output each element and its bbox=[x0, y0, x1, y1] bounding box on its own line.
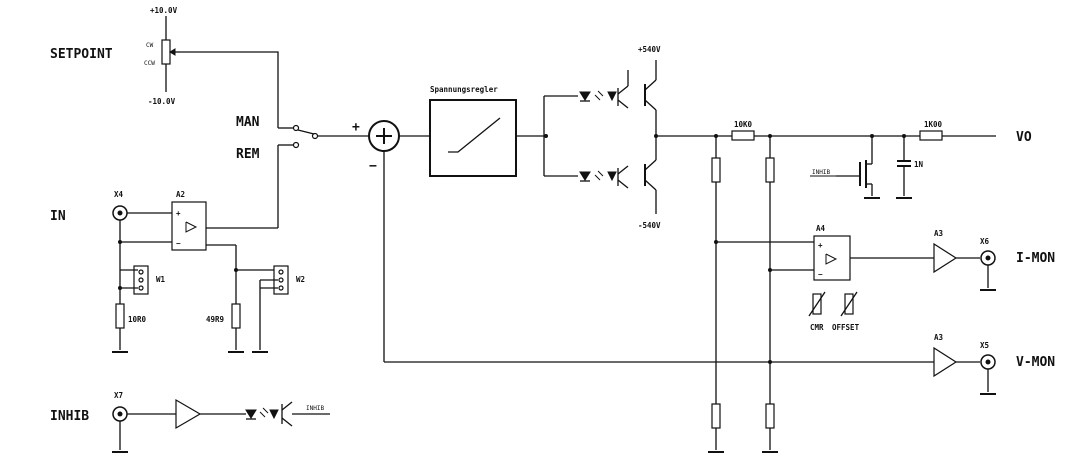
sum-minus-sign: − bbox=[369, 159, 377, 174]
cmr-label: CMR bbox=[810, 323, 824, 332]
c1n-label: 1N bbox=[914, 160, 924, 169]
x5-label: X5 bbox=[980, 341, 989, 350]
man-rem-switch bbox=[277, 124, 368, 228]
current-monitor: A4 + − A3 X6 CMR OFFSET bbox=[714, 224, 996, 332]
summing-junction: + − bbox=[352, 120, 430, 362]
w1-label: W1 bbox=[156, 275, 166, 284]
cw-label: CW bbox=[146, 42, 154, 49]
r10r0-label: 10R0 bbox=[128, 315, 147, 324]
vmon-label: V-MON bbox=[1016, 355, 1055, 370]
svg-text:+: + bbox=[818, 241, 823, 250]
x6-label: X6 bbox=[980, 237, 990, 246]
r1k00-label: 1K00 bbox=[924, 120, 943, 129]
svg-text:−: − bbox=[176, 239, 181, 248]
inhib-net2-label: INHIB bbox=[306, 405, 324, 412]
output-stage: +540V -540V bbox=[543, 45, 661, 230]
setpoint-label: SETPOINT bbox=[50, 47, 113, 62]
neg10-label: -10.0V bbox=[148, 97, 176, 106]
inhib-label: INHIB bbox=[50, 409, 89, 424]
a4-label: A4 bbox=[816, 224, 826, 233]
r10k0-label: 10K0 bbox=[734, 120, 753, 129]
inhibit-input: X7 INHIB bbox=[112, 391, 330, 453]
pos540-label: +540V bbox=[638, 45, 661, 54]
rem-label: REM bbox=[236, 147, 260, 162]
neg540-label: -540V bbox=[638, 221, 661, 230]
a2-label: A2 bbox=[176, 190, 185, 199]
imon-label: I-MON bbox=[1016, 251, 1055, 266]
svg-text:−: − bbox=[818, 270, 823, 279]
sum-plus-sign: + bbox=[352, 120, 360, 135]
output-network: 10K0 1K00 INHIB bbox=[544, 120, 996, 453]
regulator-label: Spannungsregler bbox=[430, 85, 498, 94]
setpoint-potentiometer: +10.0V -10.0V CW CCW bbox=[144, 6, 279, 128]
pos10-label: +10.0V bbox=[150, 6, 178, 15]
input-amplifier: X4 A2 + − W1 10R0 49R9 bbox=[112, 190, 305, 353]
x7-label: X7 bbox=[114, 391, 123, 400]
in-label: IN bbox=[50, 209, 66, 224]
ccw-label: CCW bbox=[144, 60, 155, 67]
r49r9-label: 49R9 bbox=[206, 315, 225, 324]
inhib-net-label: INHIB bbox=[812, 169, 830, 176]
offset-label: OFFSET bbox=[832, 323, 860, 332]
a3-imon-label: A3 bbox=[934, 229, 944, 238]
x4-label: X4 bbox=[114, 190, 124, 199]
man-label: MAN bbox=[236, 115, 260, 130]
voltage-monitor: A3 X5 bbox=[384, 333, 996, 395]
a3-vmon-label: A3 bbox=[934, 333, 944, 342]
w2-label: W2 bbox=[296, 275, 305, 284]
regulator-block: Spannungsregler bbox=[429, 85, 544, 177]
vo-label: VO bbox=[1016, 130, 1032, 145]
svg-text:+: + bbox=[176, 209, 181, 218]
